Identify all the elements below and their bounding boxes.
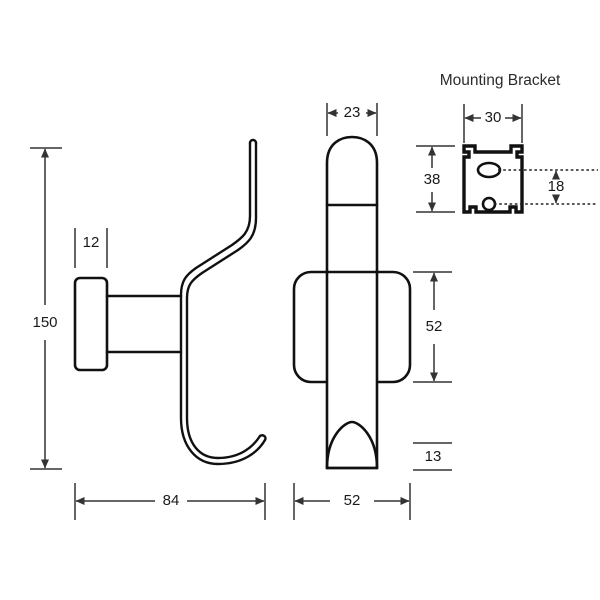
bracket-slot-oval <box>476 161 502 179</box>
dimension-height-150: 150 <box>30 147 62 470</box>
dim-label-52-width: 52 <box>344 492 361 509</box>
dimension-depth-84: 84 <box>74 483 266 520</box>
dimension-width-52: 52 <box>293 483 411 520</box>
dim-label-30: 30 <box>485 109 502 126</box>
dim-label-38: 38 <box>424 171 441 188</box>
hook-profile-inner <box>185 141 262 460</box>
dim-label-52-height: 52 <box>426 318 443 335</box>
dimension-height-38: 38 <box>416 145 455 213</box>
bracket-body <box>462 144 524 214</box>
hook-profile-outer <box>179 141 267 466</box>
dim-label-23: 23 <box>344 104 361 121</box>
dim-label-84: 84 <box>163 492 180 509</box>
dimension-width-23: 23 <box>326 103 378 136</box>
front-body <box>325 135 379 470</box>
bracket-hole-round <box>481 196 497 212</box>
hook-neck-side <box>105 294 183 354</box>
dimension-spacing-18: 18 <box>494 169 598 205</box>
mounting-bracket-view <box>462 144 524 214</box>
dim-label-13: 13 <box>425 448 442 465</box>
wall-plate-side <box>73 276 109 372</box>
front-bottom-arc <box>325 420 379 470</box>
front-elevation-view <box>292 135 412 470</box>
mounting-bracket-title: Mounting Bracket <box>440 72 561 89</box>
dimension-height-13: 13 <box>413 442 452 471</box>
dim-label-150: 150 <box>32 314 57 331</box>
dimension-width-30: 30 <box>463 104 523 143</box>
side-elevation-view <box>73 138 267 466</box>
dim-label-12: 12 <box>83 234 100 251</box>
dimension-width-12: 12 <box>74 228 108 268</box>
dim-label-18: 18 <box>548 178 565 195</box>
hook-tail-cap <box>258 434 267 442</box>
hook-tip-cap <box>248 138 258 145</box>
dimension-height-52: 52 <box>413 271 452 383</box>
